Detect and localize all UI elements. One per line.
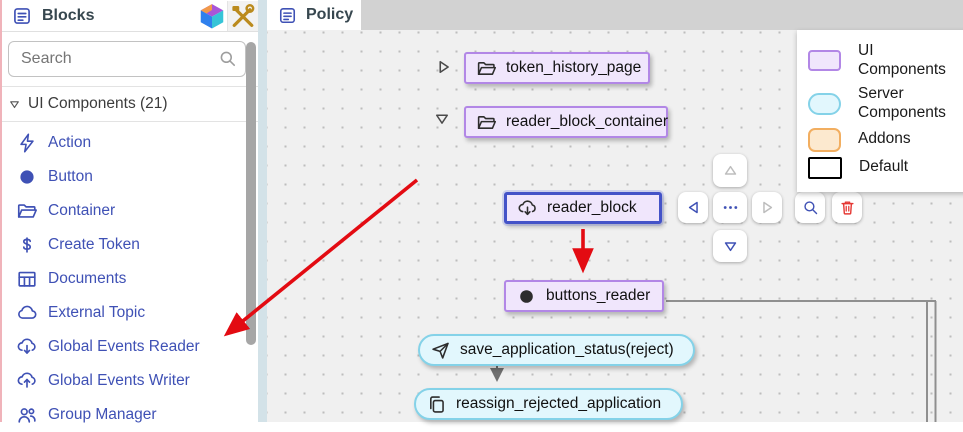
delete-block-button[interactable]	[832, 192, 862, 223]
sidebar-title: Blocks	[42, 6, 95, 24]
sidebar-item-label: External Topic	[48, 304, 146, 321]
tab-label: Policy	[306, 6, 354, 23]
sidebar-item-label: Container	[48, 202, 116, 219]
legend-label: Server Components	[858, 84, 946, 121]
sidebar-item-label: Create Token	[48, 236, 140, 253]
search-box	[8, 41, 246, 77]
divider	[0, 86, 258, 87]
screenshot-edge-strip	[0, 0, 2, 422]
folder-open-icon	[476, 112, 497, 133]
bolt-icon	[16, 132, 38, 154]
canvas-block-reader_block[interactable]: reader_block	[504, 192, 662, 224]
sidebar-item-label: Action	[48, 134, 92, 151]
cloud-upload-icon	[16, 370, 38, 392]
canvas-block-token_history_page[interactable]: token_history_page	[464, 52, 650, 84]
sidebar-item-group-manager[interactable]: Group Manager	[0, 398, 258, 432]
cloud-icon	[16, 302, 38, 324]
cloud-download-icon	[517, 198, 538, 219]
copy-icon	[426, 394, 447, 415]
sidebar-item-container[interactable]: Container	[0, 194, 258, 228]
sidebar-item-label: Global Events Writer	[48, 372, 190, 389]
triangle-up-icon	[722, 162, 739, 179]
block-label: save_application_status(reject)	[460, 341, 674, 358]
panel-divider[interactable]	[258, 0, 267, 422]
search-icon	[218, 49, 237, 68]
canvas-block-reader_block_container[interactable]: reader_block_container	[464, 106, 668, 138]
block-label: reader_block	[547, 199, 637, 216]
legend-item-addon: Addons	[808, 127, 963, 152]
circle-filled-icon	[16, 166, 38, 188]
blocks-sidebar: Blocks UI Components (21) ActionButtonCo…	[0, 0, 258, 423]
sidebar-item-create-token[interactable]: Create Token	[0, 228, 258, 262]
cloud-download-icon	[16, 336, 38, 358]
tab-policy[interactable]: Policy	[267, 0, 361, 30]
triangle-left-icon	[685, 199, 702, 216]
legend-item-server: Server Components	[808, 85, 963, 123]
folder-open-icon	[16, 200, 38, 222]
legend-item-ui: UI Components	[808, 42, 963, 80]
collapse-toggle-token_history_page-collapsed[interactable]	[435, 58, 453, 76]
sidebar-scrollbar[interactable]	[246, 42, 256, 345]
table-grid-icon	[16, 268, 38, 290]
sidebar-item-label: Documents	[48, 270, 127, 287]
blocks-icon	[12, 6, 32, 26]
sidebar-item-action[interactable]: Action	[0, 126, 258, 160]
search-input[interactable]	[8, 41, 246, 77]
block-label: reassign_rejected_application	[456, 395, 662, 412]
sidebar-item-global-events-writer[interactable]: Global Events Writer	[0, 364, 258, 398]
move-right-button	[752, 192, 782, 223]
triangle-right-icon	[759, 199, 776, 216]
sidebar-item-external-topic[interactable]: External Topic	[0, 296, 258, 330]
group-icon	[16, 404, 38, 426]
sidebar-item-documents[interactable]: Documents	[0, 262, 258, 296]
search-block-button[interactable]	[795, 192, 825, 223]
search-icon	[802, 199, 819, 216]
block-label: buttons_reader	[546, 287, 651, 304]
block-label: reader_block_container	[506, 113, 668, 130]
circle-filled-icon	[516, 286, 537, 307]
dollar-icon	[16, 234, 38, 256]
sidebar-item-global-events-reader[interactable]: Global Events Reader	[0, 330, 258, 364]
more-options-button[interactable]	[713, 192, 747, 223]
triangle-down-icon	[722, 238, 739, 255]
section-ui-components[interactable]: UI Components (21)	[0, 87, 258, 122]
block-label: token_history_page	[506, 59, 642, 76]
legend-item-default: Default	[808, 156, 963, 179]
canvas-block-reassign_rejected_application[interactable]: reassign_rejected_application	[414, 388, 683, 420]
legend-swatch-ui	[808, 50, 841, 72]
sidebar-item-label: Group Manager	[48, 406, 157, 423]
legend-label: UI Components	[858, 42, 946, 78]
sidebar-item-label: Button	[48, 168, 93, 185]
tab-bar: Policy	[267, 0, 963, 30]
document-icon	[278, 6, 297, 25]
folder-open-icon	[476, 58, 497, 79]
move-down-button[interactable]	[713, 230, 747, 262]
canvas-block-save_application_status[interactable]: save_application_status(reject)	[418, 334, 695, 366]
sidebar-item-label: Global Events Reader	[48, 338, 200, 355]
move-left-button[interactable]	[678, 192, 708, 223]
send-icon	[430, 340, 451, 361]
legend-label: Addons	[858, 130, 911, 148]
legend-swatch-addon	[808, 127, 841, 152]
legend-swatch-server	[808, 92, 841, 115]
collapse-toggle-reader_block_container-expanded[interactable]	[433, 110, 451, 128]
dots-icon	[722, 199, 739, 216]
sidebar-item-button[interactable]: Button	[0, 160, 258, 194]
chevron-down-icon	[8, 98, 21, 111]
legend-swatch-default	[808, 156, 842, 179]
legend-label: Default	[859, 158, 909, 176]
section-label: UI Components (21)	[28, 95, 168, 112]
trash-icon	[839, 199, 856, 216]
canvas-block-buttons_reader[interactable]: buttons_reader	[504, 280, 664, 312]
move-up-button	[713, 154, 747, 187]
sidebar-header: Blocks	[0, 0, 258, 32]
modules-cube-icon[interactable]	[197, 1, 227, 31]
tools-icon[interactable]	[227, 0, 258, 31]
